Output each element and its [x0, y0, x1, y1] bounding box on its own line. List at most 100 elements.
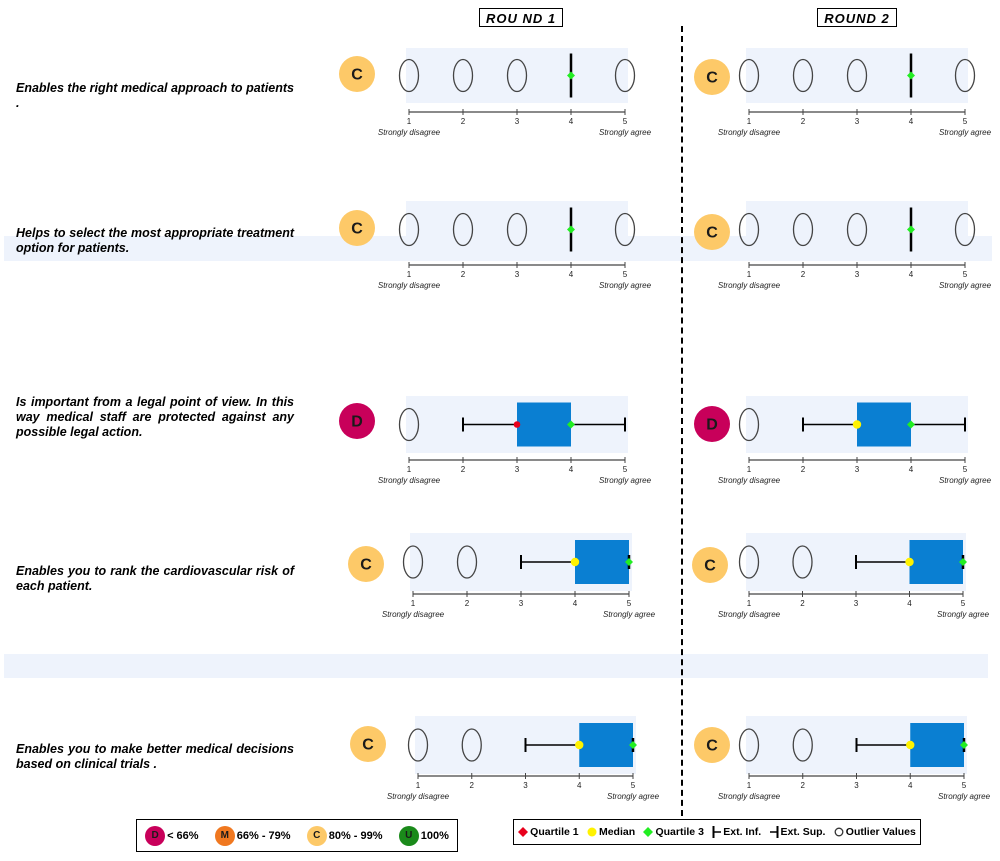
low-anchor-label: Strongly disagree: [718, 476, 781, 485]
high-anchor-label: Strongly agree: [939, 128, 992, 137]
consensus-badge-label: D: [706, 417, 718, 434]
x-tick-label: 5: [963, 270, 968, 279]
legend-item: D < 66%: [145, 825, 199, 846]
consensus-badge-icon: [694, 727, 730, 763]
x-tick-label: 4: [909, 270, 914, 279]
x-tick-label: 4: [908, 781, 913, 790]
consensus-badge-icon: [348, 546, 384, 582]
outlier-marker: [738, 728, 760, 762]
question-text: Helps to select the most appropriate tre…: [16, 226, 294, 255]
highlight-band: [4, 654, 988, 678]
legend-item: C 80% - 99%: [306, 825, 383, 846]
legend-label: Median: [598, 826, 636, 838]
consensus-badge-icon: [692, 547, 728, 583]
iqr-box: [857, 402, 911, 447]
consensus-m-badge-icon: M: [214, 825, 235, 846]
consensus-badge-icon: [694, 59, 730, 95]
high-anchor-label: Strongly agree: [599, 476, 652, 485]
x-tick-label: 5: [963, 465, 968, 474]
high-anchor-label: Strongly agree: [938, 792, 991, 801]
outlier-marker: [452, 58, 474, 93]
upper-whisker-icon: [769, 826, 779, 838]
consensus-c-badge-icon: C: [306, 825, 327, 846]
x-tick-label: 5: [961, 599, 966, 608]
quartile3-marker: [567, 225, 575, 234]
x-tick-label: 3: [515, 117, 520, 126]
x-tick-label: 3: [854, 781, 859, 790]
x-tick-label: 1: [747, 781, 752, 790]
x-tick-label: 1: [407, 270, 412, 279]
x-tick-label: 1: [416, 781, 421, 790]
consensus-badge-label: C: [706, 225, 718, 242]
x-tick-label: 3: [523, 781, 528, 790]
high-anchor-label: Strongly agree: [939, 281, 992, 290]
legend-label: Quartile 1: [530, 826, 579, 838]
round1-header: ROU ND 1: [479, 8, 563, 27]
outlier-marker: [452, 212, 474, 247]
outlier-marker: [456, 545, 478, 579]
consensus-badge-label: C: [351, 221, 363, 238]
consensus-d-badge-icon: D: [145, 825, 166, 846]
consensus-badge-label: C: [706, 738, 718, 755]
consensus-badge-label: C: [351, 67, 363, 84]
quartile3-marker: [907, 225, 915, 234]
x-tick-label: 4: [569, 117, 574, 126]
outlier-marker: [846, 58, 868, 93]
low-anchor-label: Strongly disagree: [378, 476, 441, 485]
legend-item: Ext. Sup.: [769, 826, 826, 838]
legend-item: Median: [587, 826, 635, 838]
x-tick-label: 2: [801, 465, 806, 474]
quartile3-marker: [629, 741, 637, 749]
high-anchor-label: Strongly agree: [599, 281, 652, 290]
low-anchor-label: Strongly disagree: [718, 128, 781, 137]
high-anchor-label: Strongly agree: [939, 476, 992, 485]
x-tick-label: 2: [801, 117, 806, 126]
outlier-marker: [738, 545, 760, 579]
outlier-marker: [738, 212, 760, 247]
x-tick-label: 4: [577, 781, 582, 790]
lower-whisker-icon: [712, 826, 722, 838]
low-anchor-label: Strongly disagree: [387, 792, 450, 801]
quartile3-marker: [625, 558, 633, 566]
consensus-badge-icon: [339, 210, 375, 246]
green-diamond-icon: [643, 827, 654, 837]
x-tick-label: 4: [573, 599, 578, 608]
outlier-circle-icon: [834, 827, 844, 837]
x-tick-label: 2: [801, 270, 806, 279]
iqr-box: [575, 540, 629, 584]
x-tick-label: 1: [747, 270, 752, 279]
median-marker: [575, 740, 584, 750]
x-tick-label: 4: [569, 465, 574, 474]
consensus-badge-icon: [694, 214, 730, 250]
legend-label: Outlier Values: [845, 826, 916, 838]
x-tick-label: 5: [962, 781, 967, 790]
high-anchor-label: Strongly agree: [607, 792, 660, 801]
round-divider: [681, 26, 683, 826]
x-tick-label: 1: [411, 599, 416, 608]
legend-item: Outlier Values: [834, 826, 916, 838]
x-tick-label: 4: [909, 117, 914, 126]
question-text: Enables the right medical approach to pa…: [16, 81, 294, 110]
x-tick-label: 2: [465, 599, 470, 608]
consensus-legend: D < 66% M 66% - 79% C 80% - 99% U 100%: [136, 819, 458, 852]
x-tick-label: 1: [747, 465, 752, 474]
x-tick-label: 3: [519, 599, 524, 608]
x-tick-label: 5: [627, 599, 632, 608]
outlier-marker: [738, 407, 760, 442]
legend-label: 80% - 99%: [328, 829, 383, 842]
low-anchor-label: Strongly disagree: [378, 128, 441, 137]
quartile3-marker: [959, 558, 967, 566]
outlier-marker: [506, 212, 528, 247]
median-marker: [906, 740, 915, 750]
consensus-badge-label: D: [351, 414, 363, 431]
outlier-marker: [461, 728, 482, 762]
legend-item: U 100%: [398, 825, 449, 846]
consensus-u-badge-icon: U: [398, 825, 419, 846]
plot-area: [406, 201, 628, 258]
outlier-marker: [614, 212, 636, 247]
x-tick-label: 5: [623, 270, 628, 279]
high-anchor-label: Strongly agree: [603, 610, 656, 619]
quartile3-marker: [567, 71, 575, 80]
x-tick-label: 5: [623, 117, 628, 126]
legend-label: Ext. Sup.: [780, 826, 826, 838]
